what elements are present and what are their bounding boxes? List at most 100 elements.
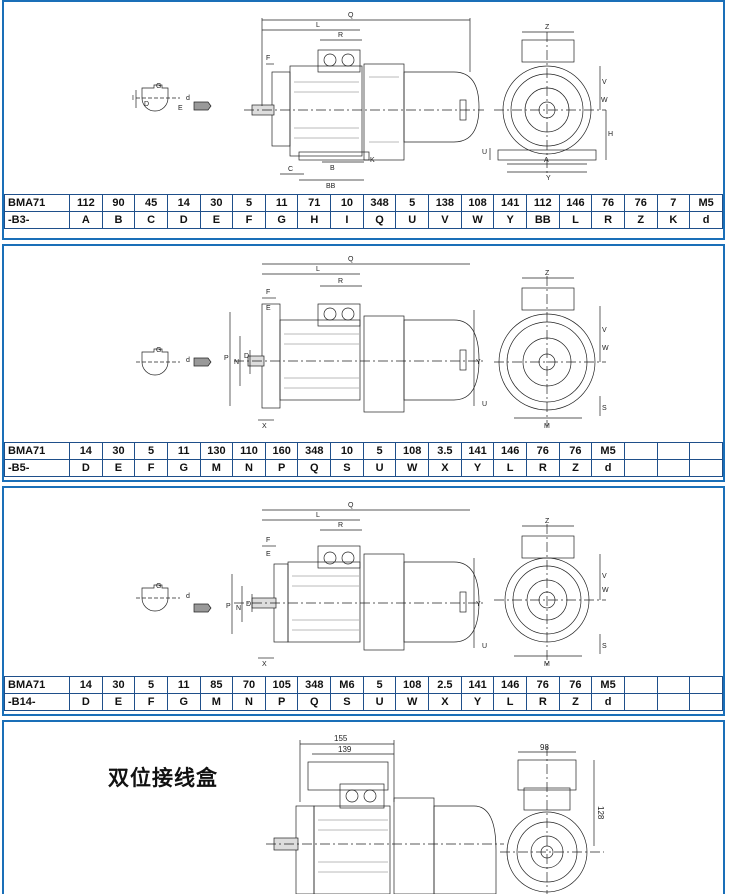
dim-letter-cell: L <box>558 211 593 229</box>
value-cell: 14 <box>69 676 103 694</box>
value-cell: 112 <box>69 194 103 212</box>
value-cell: 5 <box>134 676 168 694</box>
dim-letter-cell: R <box>525 459 560 477</box>
value-cell: 71 <box>297 194 332 212</box>
value-cell: 108 <box>460 194 495 212</box>
dim-letter-cell: U <box>395 211 430 229</box>
model-cell: BMA71 <box>4 442 70 460</box>
dim-letter-cell: W <box>460 211 495 229</box>
dim-letter-cell: W <box>395 693 430 711</box>
dim-label-x: X <box>262 661 267 668</box>
value-cell: 348 <box>297 442 332 460</box>
dim-label-y: Y <box>476 601 481 608</box>
value-cell: M5 <box>591 676 625 694</box>
value-cell: 76 <box>525 676 560 694</box>
value-cell: 11 <box>166 676 201 694</box>
model-cell: BMA71 <box>4 194 70 212</box>
shaft-key-detail <box>136 584 212 613</box>
dim-label-155: 155 <box>334 734 348 743</box>
dim-label-r: R <box>338 32 343 39</box>
mount-code-cell: -B14- <box>4 693 70 711</box>
dim-label-g: G <box>156 583 161 590</box>
value-cell: 5 <box>362 676 397 694</box>
dim-label-k: K <box>370 157 375 164</box>
dim-letter-cell: B <box>101 211 136 229</box>
dim-letter-cell: F <box>232 211 266 229</box>
dim-label-y: Y <box>546 175 551 182</box>
dim-letter-cell: d <box>689 211 723 229</box>
dim-letter-cell: V <box>428 211 462 229</box>
dim-label-p: P <box>226 603 231 610</box>
value-cell: 146 <box>493 442 527 460</box>
value-cell: 45 <box>134 194 168 212</box>
value-cell: 70 <box>232 676 266 694</box>
dim-letter-cell <box>623 693 658 711</box>
dim-label-d: D <box>144 101 149 108</box>
dim-label-c: C <box>288 166 293 173</box>
dim-letter-cell: D <box>69 693 103 711</box>
value-cell: 5 <box>362 442 397 460</box>
motor-end-view <box>489 31 607 174</box>
dim-letter-cell: L <box>493 459 527 477</box>
dim-label-s: S <box>602 643 607 650</box>
dim-letter-cell: N <box>232 459 266 477</box>
value-cell: 130 <box>199 442 234 460</box>
dim-label-m: M <box>544 661 550 668</box>
dim-letter-cell: P <box>264 459 299 477</box>
dim-letter-cell: S <box>330 693 364 711</box>
value-cell: 110 <box>232 442 266 460</box>
dim-letter-cell: Z <box>558 459 593 477</box>
dim-letter-cell: R <box>591 211 625 229</box>
value-cell <box>656 676 691 694</box>
dim-letter-cell: G <box>166 459 201 477</box>
dim-label-v: V <box>602 79 607 86</box>
dim-letter-cell: M <box>199 693 234 711</box>
dim-letter-cell: E <box>199 211 234 229</box>
dim-letter-cell: L <box>493 693 527 711</box>
value-cell: 11 <box>264 194 299 212</box>
b14-panel: Q L R F E P N D X Z V M S Y U d G W BMA7… <box>2 486 725 716</box>
value-cell: 30 <box>101 442 136 460</box>
value-cell: 146 <box>493 676 527 694</box>
dim-label-w: W <box>602 345 609 352</box>
value-cell: 108 <box>395 442 430 460</box>
dim-label-f: F <box>266 289 270 296</box>
motor-side-view <box>231 509 484 659</box>
dim-letter-cell: Y <box>460 459 495 477</box>
value-cell: 146 <box>558 194 593 212</box>
value-cell: 14 <box>69 442 103 460</box>
dim-letter-cell <box>623 459 658 477</box>
dim-label-e: E <box>178 105 183 112</box>
dim-label-98: 98 <box>540 743 549 752</box>
value-cell: 5 <box>134 442 168 460</box>
dim-label-v: V <box>602 327 607 334</box>
dim-label-l: L <box>316 22 320 29</box>
value-cell: 348 <box>297 676 332 694</box>
dim-letter-cell: H <box>297 211 332 229</box>
dim-letter-cell: Q <box>362 211 397 229</box>
dim-label-q: Q <box>348 12 354 19</box>
b5-panel: Q L R F E P N D X Z V M S Y U d G W BMA7… <box>2 244 725 482</box>
value-cell: 112 <box>525 194 560 212</box>
value-cell: 76 <box>591 194 625 212</box>
value-cell: 7 <box>656 194 691 212</box>
dim-label-e: E <box>266 305 271 312</box>
b3-panel: Q L R F C B BB K Z V A H Y W U d G D E I <box>2 0 725 240</box>
double-terminal-box-panel: 双位接线盒 <box>2 720 725 894</box>
dim-letter-cell: Q <box>297 459 332 477</box>
dim-label-v: V <box>602 573 607 580</box>
dim-label-d-small: d <box>186 95 190 102</box>
dim-label-w: W <box>601 97 608 104</box>
dim-letter-cell: P <box>264 693 299 711</box>
mount-code-cell: -B5- <box>4 459 70 477</box>
dim-label-m: M <box>544 423 550 430</box>
dim-letter-cell: Y <box>460 693 495 711</box>
dim-label-u: U <box>482 149 487 156</box>
dim-letter-cell: BB <box>525 211 560 229</box>
value-cell: 105 <box>264 676 299 694</box>
